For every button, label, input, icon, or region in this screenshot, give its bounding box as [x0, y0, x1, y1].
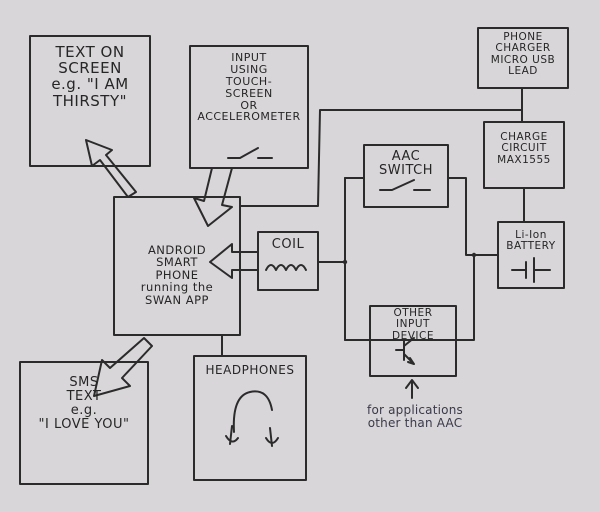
junction-dot-right	[471, 252, 477, 258]
other-input-label: OTHER INPUT DEVICE	[392, 307, 434, 342]
coil-label: COIL	[271, 237, 305, 252]
headphones-box	[193, 355, 307, 481]
battery-symbol-icon	[511, 257, 551, 283]
junction-dot-top	[342, 259, 348, 265]
smartphone-box	[113, 196, 241, 336]
arrow-to-text-screen	[85, 139, 137, 198]
headphones-label: HEADPHONES	[205, 363, 295, 377]
arrow-to-sms	[93, 337, 153, 397]
sms-text-label: SMS TEXT e.g. "I LOVE YOU"	[38, 375, 130, 433]
aac-switch-right-wire	[447, 177, 475, 256]
input-box	[189, 45, 309, 169]
coil-symbol-icon	[265, 264, 307, 271]
usb-lead-wire	[239, 87, 523, 207]
aac-switch-label: AAC SWITCH	[379, 149, 433, 179]
annotation-text: for applications other than AAC	[367, 403, 463, 430]
sms-text-box	[19, 361, 149, 485]
bus-loop-wire	[344, 177, 499, 341]
switch-symbol-icon	[379, 179, 431, 191]
aac-switch-box	[363, 144, 449, 208]
headphones-icon	[225, 390, 279, 447]
battery-label: Li-Ion BATTERY	[506, 229, 556, 253]
arrow-from-coil	[209, 243, 259, 279]
input-switch-symbol-icon	[227, 147, 273, 159]
arrow-from-input	[193, 167, 233, 227]
smartphone-label: ANDROID SMART PHONE running the SWAN APP	[140, 243, 214, 307]
text-on-screen-box	[29, 35, 151, 167]
charge-circuit-label: CHARGE CIRCUIT MAX1555	[497, 131, 551, 166]
input-method-label: INPUT USING TOUCH- SCREEN OR ACCELEROMET…	[197, 51, 301, 124]
annotation-arrow	[405, 379, 419, 399]
phone-charger-label: PHONE CHARGER MICRO USB LEAD	[490, 31, 556, 77]
transistor-symbol-icon	[395, 337, 415, 365]
text-on-screen-label: TEXT ON SCREEN e.g. "I AM THIRSTY"	[51, 43, 129, 110]
